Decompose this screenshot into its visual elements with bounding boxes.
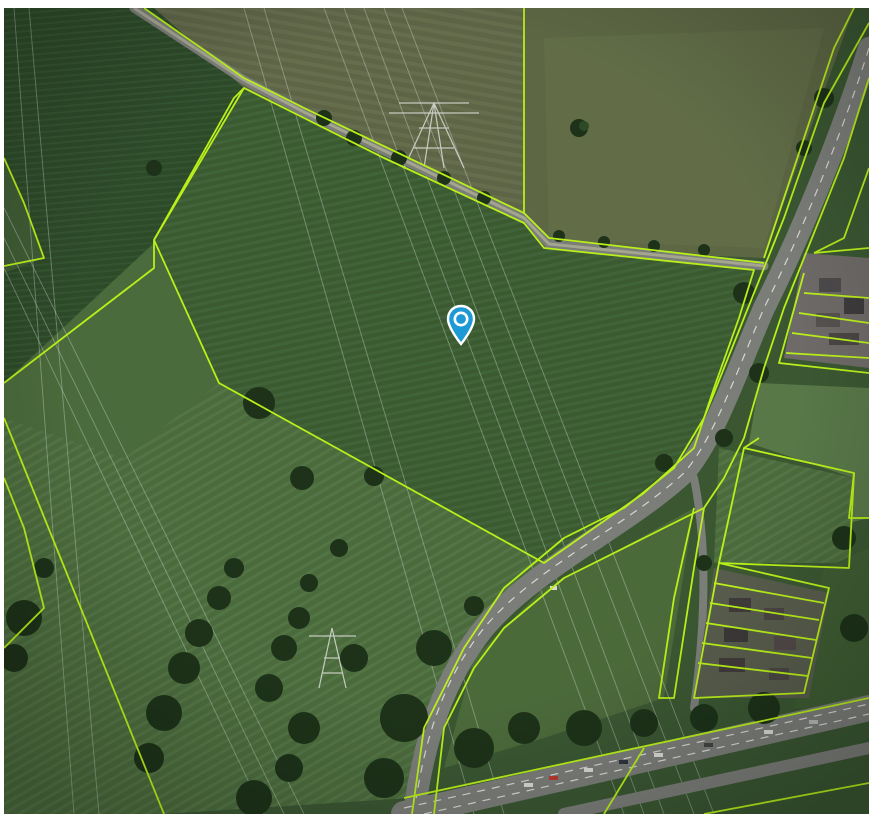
map-viewport[interactable] <box>4 8 869 814</box>
map-pin-icon[interactable] <box>445 304 477 348</box>
aerial-map <box>4 8 869 814</box>
